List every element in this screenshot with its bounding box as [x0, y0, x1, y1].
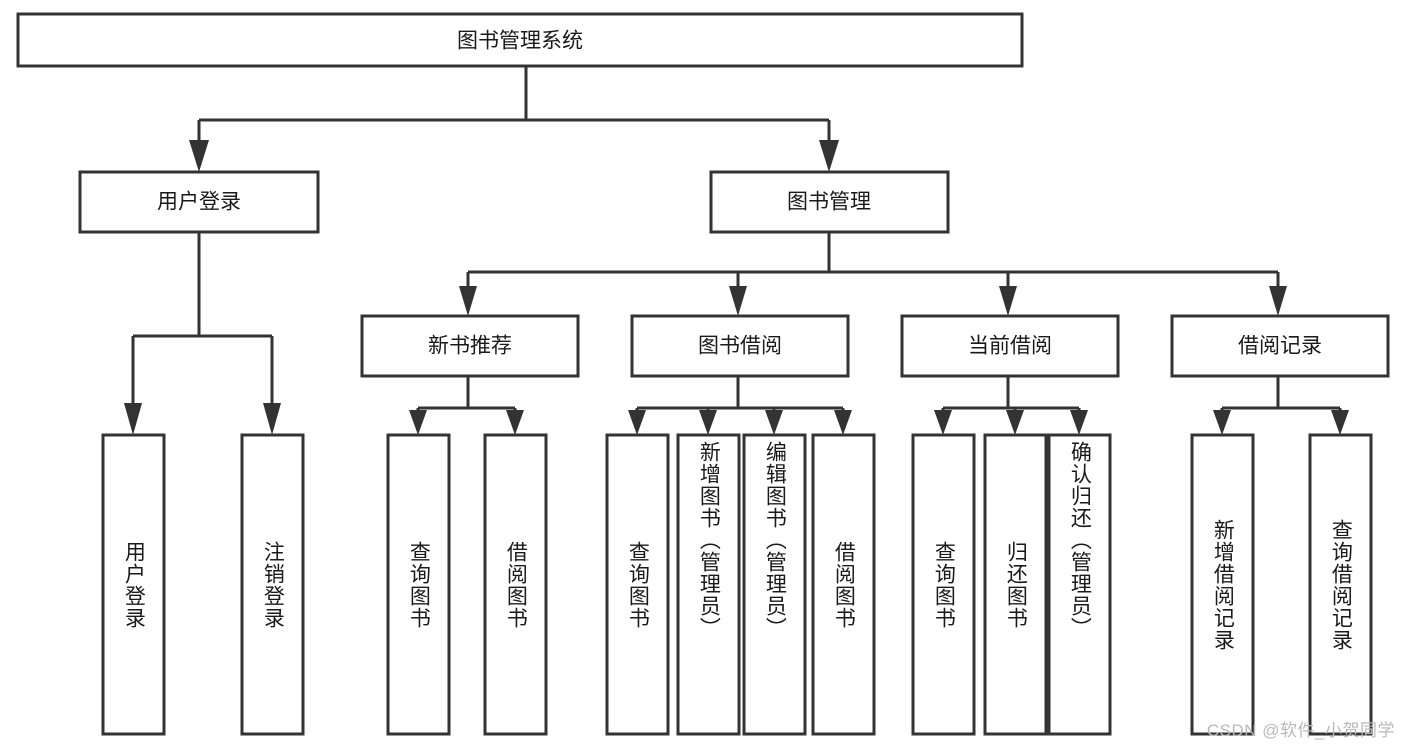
- node-box-book-borrow[interactable]: [630, 314, 850, 378]
- node-box-leaf-edit-book-admin[interactable]: [742, 433, 807, 736]
- arrow-head-leaf-add-borrow-record: [1213, 410, 1231, 435]
- connector-group-root: [189, 66, 839, 172]
- node-box-user-login[interactable]: [78, 170, 320, 234]
- arrow-head-leaf-confirm-return-admin: [1070, 410, 1088, 435]
- csdn-watermark: CSDN @软件_小贺同学: [1206, 721, 1395, 740]
- arrow-head-leaf-add-book-admin: [699, 410, 717, 435]
- node-box-leaf-logout-login[interactable]: [240, 433, 305, 736]
- node-box-leaf-query-book-2[interactable]: [605, 433, 670, 736]
- node-label-book-borrow: 图书借阅: [698, 335, 782, 358]
- node-box-new-book-recommend[interactable]: [360, 314, 580, 378]
- arrow-head-leaf-query-borrow-record: [1331, 410, 1349, 435]
- arrow-head-new-book-recommend: [459, 286, 477, 316]
- arrow-head-current-borrow: [999, 286, 1017, 316]
- node-box-leaf-add-borrow-record[interactable]: [1190, 433, 1255, 736]
- arrow-head-leaf-borrow-book-2: [834, 410, 852, 435]
- arrow-head-book-borrow: [729, 286, 747, 316]
- arrow-head-book-manage: [819, 140, 839, 172]
- arrow-head-leaf-query-book-2: [628, 410, 646, 435]
- node-box-leaf-confirm-return-admin[interactable]: [1047, 433, 1112, 736]
- arrow-head-leaf-return-book: [1006, 410, 1024, 435]
- node-box-leaf-add-book-admin[interactable]: [676, 433, 741, 736]
- node-box-leaf-query-book-3[interactable]: [911, 433, 976, 736]
- arrow-head-user-login: [189, 140, 209, 172]
- connector-group-book-borrow: [628, 376, 852, 435]
- connector-group-new-book-recommend: [409, 376, 524, 435]
- arrow-head-leaf-logout-login: [263, 403, 281, 435]
- node-box-leaf-query-borrow-record[interactable]: [1308, 433, 1373, 736]
- node-box-borrow-record[interactable]: [1170, 314, 1390, 378]
- connector-group-borrow-record: [1213, 376, 1349, 435]
- arrow-head-leaf-edit-book-admin: [765, 410, 783, 435]
- connector-group-book-manage: [459, 232, 1287, 316]
- node-label-user-login: 用户登录: [157, 191, 241, 214]
- node-label-current-borrow: 当前借阅: [968, 335, 1052, 358]
- node-label-borrow-record: 借阅记录: [1238, 335, 1322, 358]
- arrow-head-leaf-borrow-book-1: [506, 410, 524, 435]
- arrow-head-leaf-query-book-1: [409, 410, 427, 435]
- connector-group-user-login: [124, 232, 281, 435]
- node-box-book-manage[interactable]: [709, 170, 950, 234]
- node-box-leaf-return-book[interactable]: [983, 433, 1048, 736]
- node-box-current-borrow[interactable]: [900, 314, 1120, 378]
- node-box-root[interactable]: [16, 12, 1024, 68]
- node-label-new-book-recommend: 新书推荐: [428, 335, 512, 358]
- connector-group-current-borrow: [934, 376, 1088, 435]
- arrow-head-leaf-user-login: [124, 403, 142, 435]
- node-box-leaf-user-login[interactable]: [101, 433, 166, 736]
- node-box-leaf-borrow-book-2[interactable]: [811, 433, 876, 736]
- node-box-leaf-query-book-1[interactable]: [386, 433, 451, 736]
- arrow-head-borrow-record: [1269, 286, 1287, 316]
- node-label-book-manage: 图书管理: [787, 191, 871, 214]
- node-box-leaf-borrow-book-1[interactable]: [483, 433, 548, 736]
- node-label-root: 图书管理系统: [457, 30, 583, 53]
- arrow-head-leaf-query-book-3: [934, 410, 952, 435]
